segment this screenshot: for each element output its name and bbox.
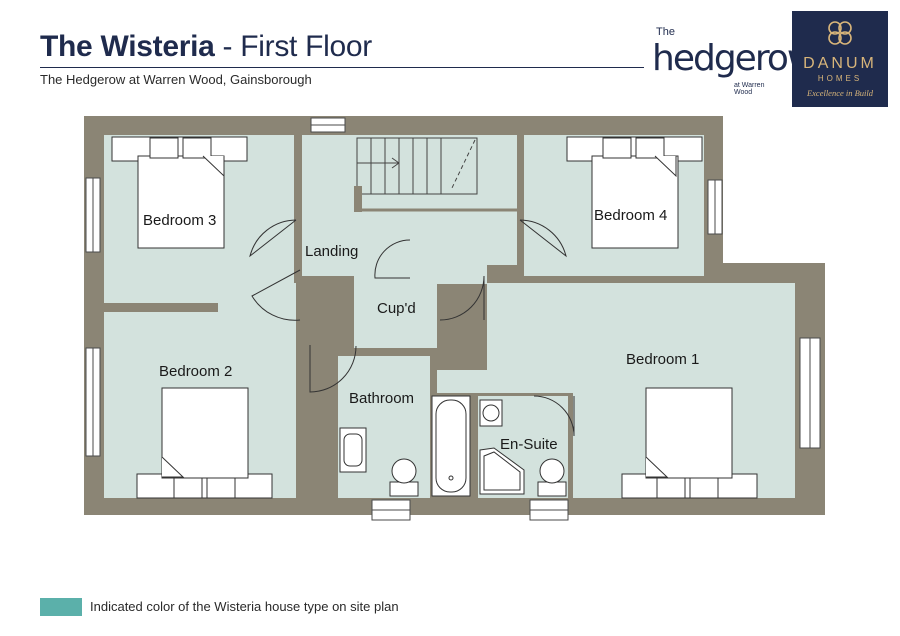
danum-emblem-icon (828, 21, 852, 45)
label-bedroom-4: Bedroom 4 (594, 207, 667, 224)
label-landing: Landing (305, 243, 358, 260)
door-bedroom-2 (251, 269, 301, 321)
ensuite-toilet (537, 458, 567, 497)
bed-bedroom-4 (566, 136, 703, 249)
danum-logo-homes: HOMES (817, 74, 863, 83)
page-title: The Wisteria - First Floor (40, 30, 372, 64)
bathroom-toilet (389, 458, 419, 497)
label-bedroom-2: Bedroom 2 (159, 363, 232, 380)
bed-bedroom-2 (136, 387, 273, 499)
title-divider (40, 67, 644, 68)
hedgerow-logo-location: at Warren Wood (734, 82, 765, 96)
danum-logo-tagline: Excellence in Build (806, 88, 874, 98)
door-bedroom-1 (439, 275, 485, 321)
label-bathroom: Bathroom (349, 390, 414, 407)
bed-bedroom-3 (111, 136, 248, 249)
door-bedroom-3 (249, 219, 297, 258)
danum-logo-name: DANUM (803, 55, 877, 72)
staircase (354, 137, 517, 212)
shower (479, 447, 525, 495)
door-bedroom-4 (519, 219, 567, 258)
label-bedroom-1: Bedroom 1 (626, 351, 699, 368)
hedgerow-logo-name: hedgerow (652, 38, 816, 79)
development-subtitle: The Hedgerow at Warren Wood, Gainsboroug… (40, 72, 312, 87)
hedgerow-logo-the: The (656, 26, 675, 38)
label-cupboard: Cup'd (377, 300, 416, 317)
floor-cupboard (363, 283, 427, 340)
legend-text: Indicated color of the Wisteria house ty… (90, 599, 399, 614)
door-bathroom (309, 345, 357, 393)
bathroom-basin (339, 427, 367, 473)
label-ensuite: En-Suite (500, 436, 558, 453)
hedgerow-logo: The hedgerow at Warren Wood (652, 26, 816, 96)
door-cupboard (374, 239, 411, 279)
bath (431, 395, 471, 497)
house-type-name: The Wisteria (40, 30, 215, 63)
label-bedroom-3: Bedroom 3 (143, 212, 216, 229)
door-ensuite (533, 395, 575, 437)
legend-color-swatch (40, 598, 82, 616)
bed-bedroom-1 (621, 387, 758, 499)
floor-bathroom (338, 356, 430, 498)
floor-name: - First Floor (214, 30, 373, 63)
ensuite-basin (479, 399, 503, 427)
danum-homes-logo: DANUM HOMES Excellence in Build (792, 11, 888, 107)
